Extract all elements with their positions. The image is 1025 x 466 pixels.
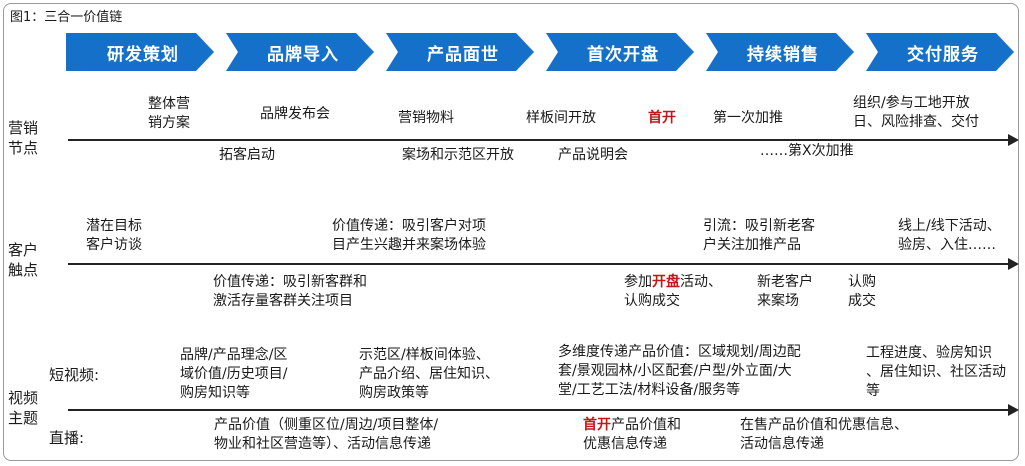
customer-item: 客户访谈 (86, 237, 142, 253)
customer-item: 来案场 (757, 293, 799, 309)
customer-item-opening-event: 参加开盘活动、 (624, 273, 722, 292)
stage-chevron-3: 产品面世 (386, 33, 534, 71)
video-item: 购房知识等 (180, 385, 250, 401)
customer-item: 认购 (848, 274, 876, 290)
customer-item: 户关注加推产品 (703, 237, 801, 253)
row-label-marketing-1: 营销 (8, 119, 39, 137)
marketing-timeline (68, 139, 1012, 141)
video-item: 优惠信息传递 (583, 436, 667, 452)
figure-title: 图1：三合一价值链 (10, 10, 123, 25)
video-item: 购房政策等 (359, 385, 429, 401)
video-item: 产品价值（侧重区位/周边/项目整体/ (214, 417, 439, 433)
customer-item: 成交 (848, 293, 876, 309)
marketing-item: ……第X次加推 (760, 143, 854, 159)
marketing-item: 组织/参与工地开放 (853, 95, 970, 111)
customer-item: 验房、入住…… (898, 237, 996, 253)
row-label-customer-2: 触点 (8, 261, 39, 279)
marketing-item: 第一次加推 (713, 110, 783, 126)
marketing-item-first-opening: 首开 (648, 110, 676, 126)
marketing-item: 日、风险排查、交付 (853, 114, 979, 130)
marketing-timeline-arrow-icon (1008, 134, 1019, 146)
customer-item: 引流：吸引新老客 (703, 218, 815, 234)
marketing-item: 销方案 (148, 115, 190, 131)
video-item-first-opening: 首开产品价值和 (583, 416, 681, 435)
customer-timeline (68, 263, 1012, 265)
video-item: 域价值/历史项目/ (180, 366, 288, 382)
video-timeline (68, 409, 1012, 411)
marketing-item: 品牌发布会 (260, 106, 330, 122)
video-item: 堂/工艺工法/材料设备/服务等 (558, 382, 741, 398)
video-item: 多维度传递产品价值：区域规划/周边配 (558, 344, 801, 360)
row-label-customer-1: 客户 (8, 241, 39, 259)
stage-chevron-5: 持续销售 (706, 33, 854, 71)
video-timeline-arrow-icon (1008, 404, 1019, 416)
customer-item: 价值传递：吸引新客群和 (213, 274, 367, 290)
customer-item: 潜在目标 (86, 218, 142, 234)
marketing-item: 拓客启动 (219, 147, 275, 163)
customer-item: 线上/线下活动、 (898, 218, 1001, 234)
diagram-frame (3, 3, 1019, 461)
video-item: 在售产品价值和优惠信息、 (740, 417, 908, 433)
row-label-video-1: 视频 (8, 389, 39, 407)
video-item: 等 (866, 383, 880, 399)
customer-item: 新老客户 (757, 274, 813, 290)
marketing-item: 整体营 (148, 96, 190, 112)
live-label: 直播: (49, 429, 85, 447)
highlight-span: 开盘 (652, 274, 680, 290)
text-span: 活动、 (680, 274, 722, 290)
short-video-label: 短视频: (49, 366, 100, 384)
marketing-item: 案场和示范区开放 (402, 147, 514, 163)
video-item: 品牌/产品理念/区 (180, 347, 288, 363)
video-item: 工程进度、验房知识 (866, 345, 992, 361)
video-item: 产品介绍、居住知识、 (359, 366, 499, 382)
row-label-marketing-2: 节点 (8, 139, 39, 157)
customer-item: 激活存量客群关注项目 (213, 293, 353, 309)
row-label-video-2: 主题 (8, 409, 39, 427)
stage-chevron-2: 品牌导入 (226, 33, 374, 71)
stage-chevron-1: 研发策划 (66, 33, 214, 71)
marketing-item: 营销物料 (398, 110, 454, 126)
video-item: 活动信息传递 (740, 436, 824, 452)
text-span: 产品价值和 (611, 417, 681, 433)
text-span: 参加 (624, 274, 652, 290)
video-item: 套/景观园林/小区配套/户型/外立面/大 (558, 363, 792, 379)
marketing-item: 样板间开放 (526, 110, 596, 126)
video-item: 、居住知识、社区活动 (866, 364, 1006, 380)
highlight-span: 首开 (583, 417, 611, 433)
customer-item: 目产生兴趣并来案场体验 (332, 237, 486, 253)
video-item: 示范区/样板间体验、 (359, 347, 490, 363)
video-item: 物业和社区营造等）、活动信息传递 (214, 436, 431, 452)
stage-chevron-6: 交付服务 (866, 33, 1014, 71)
stage-chevron-4: 首次开盘 (546, 33, 694, 71)
customer-timeline-arrow-icon (1008, 258, 1019, 270)
customer-item: 认购成交 (624, 293, 680, 309)
customer-item: 价值传递：吸引客户对项 (332, 218, 486, 234)
marketing-item: 产品说明会 (558, 147, 628, 163)
